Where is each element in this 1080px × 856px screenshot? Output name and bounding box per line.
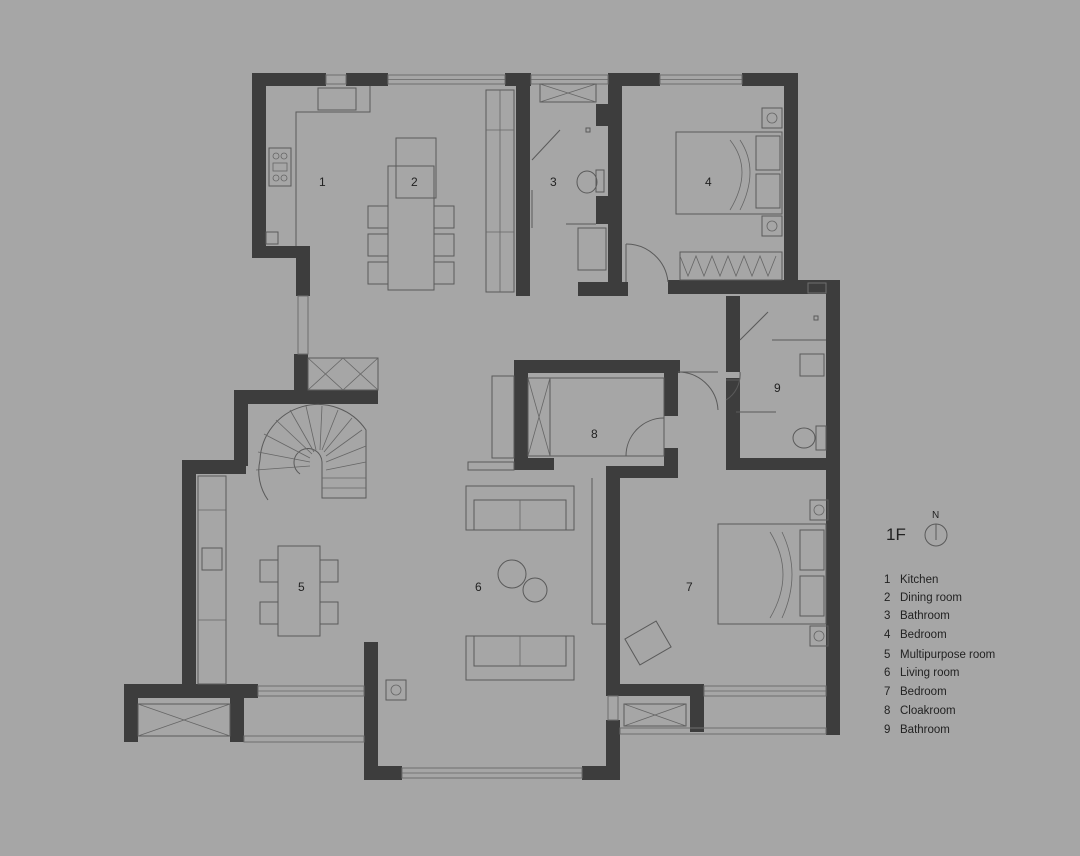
legend-name: Dining room — [900, 592, 962, 604]
legend-number: 4 — [884, 629, 891, 641]
living-room-furniture — [385, 478, 606, 701]
dining-table-set — [367, 89, 515, 293]
room-number-7: 7 — [686, 580, 693, 594]
legend-number: 3 — [884, 610, 890, 622]
room-number-2: 2 — [411, 175, 418, 189]
legend-item: 3 Bathroom — [884, 610, 950, 622]
legend-number: 9 — [884, 724, 890, 736]
legend-name: Bedroom — [900, 629, 947, 641]
legend-name: Bedroom — [900, 686, 947, 698]
legend-name: Living room — [900, 667, 959, 679]
legend-number: 1 — [884, 574, 890, 586]
legend-number: 2 — [884, 592, 890, 604]
room-number-4: 4 — [705, 175, 712, 189]
windows — [243, 74, 827, 779]
bedroom-4-bed — [625, 107, 783, 283]
legend-name: Kitchen — [900, 574, 938, 586]
room-numbers: 1 2 3 4 5 6 7 8 9 — [298, 175, 781, 594]
room-legend: 1 Kitchen 2 Dining room 3 Bathroom 4 Bed… — [884, 574, 995, 736]
legend-number: 8 — [884, 705, 890, 717]
room-number-5: 5 — [298, 580, 305, 594]
legend-number: 6 — [884, 667, 890, 679]
bathroom-9-fixtures — [725, 311, 827, 451]
legend-item: 4 Bedroom — [884, 629, 947, 641]
legend-item: 2 Dining room — [884, 592, 962, 604]
legend-name: Multipurpose room — [900, 649, 995, 661]
legend-name: Cloakroom — [900, 705, 956, 717]
spiral-staircase — [255, 357, 379, 501]
legend-item: 6 Living room — [884, 667, 959, 679]
bathroom-3-fixtures — [531, 83, 607, 271]
legend-name: Bathroom — [900, 610, 950, 622]
kitchen-fixtures — [265, 86, 371, 246]
legend-name: Bathroom — [900, 724, 950, 736]
legend-item: 1 Kitchen — [884, 574, 938, 586]
room-number-9: 9 — [774, 381, 781, 395]
legend-number: 7 — [884, 686, 890, 698]
legend-item: 8 Cloakroom — [884, 705, 956, 717]
bedroom-7-furniture — [623, 499, 829, 727]
legend-item: 5 Multipurpose room — [884, 649, 995, 661]
floor-label: 1F — [886, 525, 906, 544]
floor-indicator: 1F N — [886, 510, 948, 547]
north-label: N — [932, 510, 939, 521]
multipurpose-room-furniture — [137, 475, 339, 737]
room-number-3: 3 — [550, 175, 557, 189]
legend-number: 5 — [884, 649, 890, 661]
room-number-1: 1 — [319, 175, 326, 189]
legend-item: 9 Bathroom — [884, 724, 950, 736]
room-number-8: 8 — [591, 427, 598, 441]
legend-item: 7 Bedroom — [884, 686, 947, 698]
walls — [124, 73, 840, 780]
room-number-6: 6 — [475, 580, 482, 594]
cloakroom-fixtures — [467, 371, 719, 471]
